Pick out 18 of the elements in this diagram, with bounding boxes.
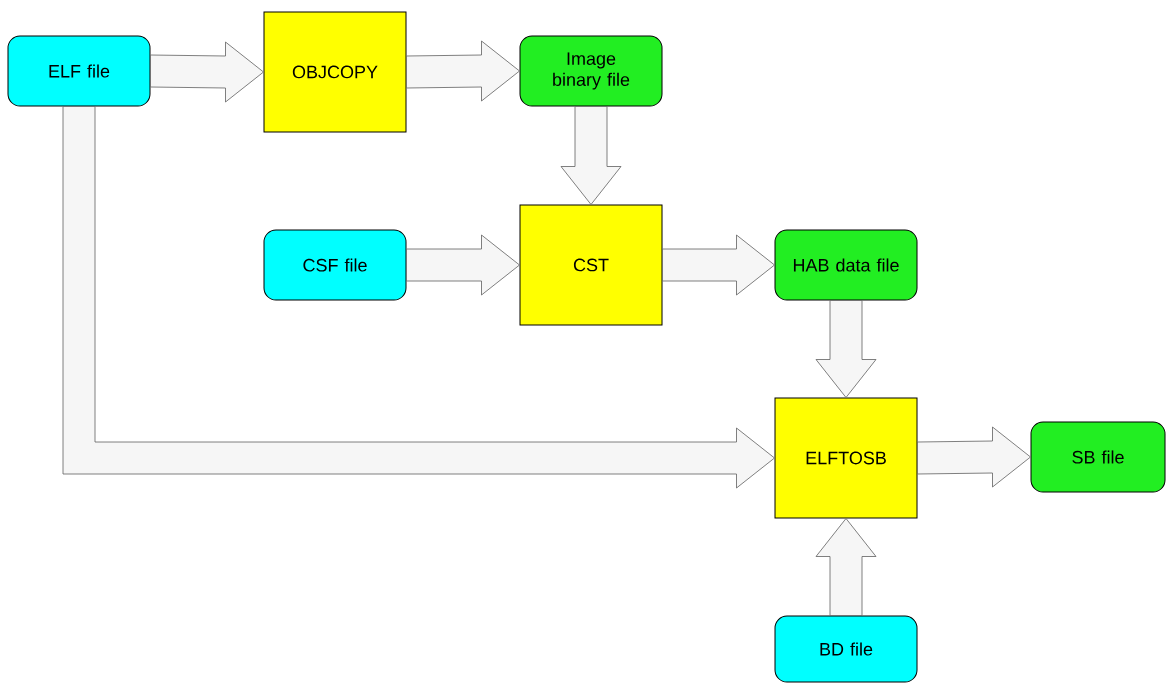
block-arrow: [406, 234, 520, 296]
output-box: HAB data file: [774, 229, 918, 301]
block-arrow: [62, 106, 775, 489]
block-arrow: [917, 426, 1031, 488]
process-box: OBJCOPY: [263, 11, 407, 133]
output-box: Image binary file: [519, 35, 663, 107]
block-arrow: [815, 300, 877, 398]
block-arrow: [815, 518, 877, 616]
file-box: CSF file: [263, 229, 407, 301]
file-box: ELF file: [7, 35, 151, 107]
file-box: BD file: [774, 615, 918, 683]
block-arrow: [150, 41, 264, 103]
process-box: CST: [519, 204, 663, 326]
block-arrow: [662, 234, 775, 296]
block-arrow: [560, 106, 622, 205]
block-arrow: [406, 40, 520, 102]
process-box: ELFTOSB: [774, 397, 918, 519]
output-box: SB file: [1030, 421, 1166, 493]
